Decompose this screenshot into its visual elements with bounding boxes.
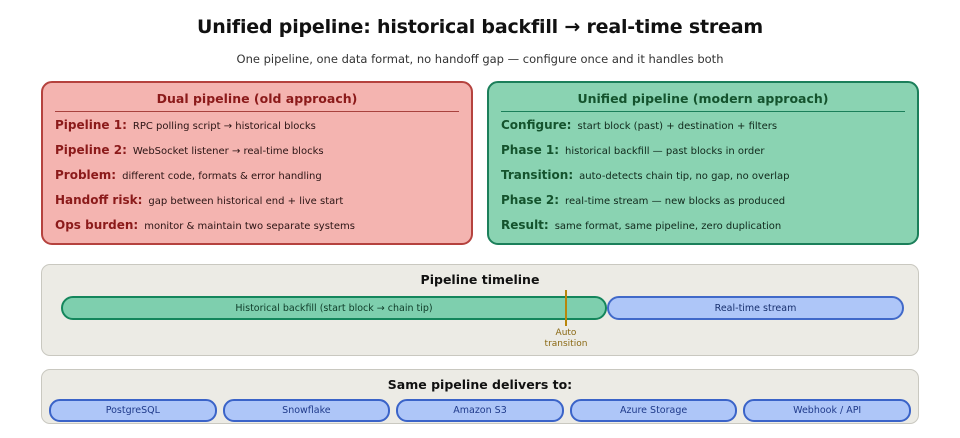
panel-unified-pipeline: Unified pipeline (modern approach) Confi… (487, 81, 919, 245)
row-label: Result: (501, 218, 549, 232)
row-label: Phase 1: (501, 143, 560, 157)
pipeline-timeline-section: Pipeline timeline Historical backfill (s… (41, 264, 919, 356)
list-item: Problem: different code, formats & error… (55, 168, 459, 193)
page-title: Unified pipeline: historical backfill → … (197, 16, 763, 38)
row-label: Pipeline 1: (55, 118, 127, 132)
list-item: Phase 1: historical backfill — past bloc… (501, 143, 905, 168)
panel-unified-pipeline-title: Unified pipeline (modern approach) (577, 91, 829, 106)
destination-pill-azure-storage[interactable]: Azure Storage (569, 399, 738, 422)
list-item: Ops burden: monitor & maintain two separ… (55, 218, 459, 243)
row-value: monitor & maintain two separate systems (144, 221, 355, 232)
row-label: Ops burden: (55, 218, 139, 232)
timeline-bar-realtime-stream: Real-time stream (607, 296, 904, 320)
row-value: RPC polling script → historical blocks (132, 121, 316, 132)
row-value: different code, formats & error handling (122, 171, 322, 182)
row-value: gap between historical end + live start (148, 196, 344, 207)
row-label: Problem: (55, 168, 117, 182)
destinations-title: Same pipeline delivers to: (387, 377, 573, 392)
destinations-row: PostgreSQL Snowflake Amazon S3 Azure Sto… (42, 399, 918, 422)
row-value: historical backfill — past blocks in ord… (565, 146, 765, 157)
destination-pill-webhook-api[interactable]: Webhook / API (743, 399, 911, 422)
list-item: Phase 2: real-time stream — new blocks a… (501, 193, 905, 218)
list-item: Configure: start block (past) + destinat… (501, 118, 905, 143)
list-item: Result: same format, same pipeline, zero… (501, 218, 905, 243)
destination-pill-snowflake[interactable]: Snowflake (222, 399, 391, 422)
panel-unified-pipeline-divider (501, 111, 905, 112)
panel-dual-pipeline-divider (55, 111, 459, 112)
auto-transition-label-line1: Auto (555, 328, 577, 338)
destinations-section: Same pipeline delivers to: PostgreSQL Sn… (41, 369, 919, 424)
auto-transition-marker (565, 290, 567, 326)
page-subtitle: One pipeline, one data format, no handof… (236, 52, 724, 66)
list-item: Pipeline 1: RPC polling script → histori… (55, 118, 459, 143)
timeline-track: Historical backfill (start block → chain… (42, 290, 918, 349)
row-label: Handoff risk: (55, 193, 143, 207)
row-value: auto-detects chain tip, no gap, no overl… (579, 171, 790, 182)
panel-unified-pipeline-rows: Configure: start block (past) + destinat… (489, 118, 917, 243)
panel-dual-pipeline: Dual pipeline (old approach) Pipeline 1:… (41, 81, 473, 245)
row-value: WebSocket listener → real-time blocks (132, 146, 324, 157)
row-label: Pipeline 2: (55, 143, 127, 157)
list-item: Handoff risk: gap between historical end… (55, 193, 459, 218)
destination-pill-amazon-s3[interactable]: Amazon S3 (396, 399, 564, 422)
row-label: Configure: (501, 118, 572, 132)
auto-transition-label-line2: transition (544, 339, 588, 349)
row-value: real-time stream — new blocks as produce… (565, 196, 786, 207)
panel-dual-pipeline-title: Dual pipeline (old approach) (156, 91, 358, 106)
pipeline-timeline-title: Pipeline timeline (420, 272, 540, 287)
panel-dual-pipeline-rows: Pipeline 1: RPC polling script → histori… (43, 118, 471, 243)
list-item: Transition: auto-detects chain tip, no g… (501, 168, 905, 193)
row-value: same format, same pipeline, zero duplica… (554, 221, 782, 232)
row-label: Phase 2: (501, 193, 560, 207)
row-value: start block (past) + destination + filte… (577, 121, 778, 132)
timeline-bar-historical-backfill: Historical backfill (start block → chain… (61, 296, 607, 320)
row-label: Transition: (501, 168, 574, 182)
auto-transition-label: Auto transition (506, 328, 626, 350)
destination-pill-postgresql[interactable]: PostgreSQL (49, 399, 217, 422)
list-item: Pipeline 2: WebSocket listener → real-ti… (55, 143, 459, 168)
